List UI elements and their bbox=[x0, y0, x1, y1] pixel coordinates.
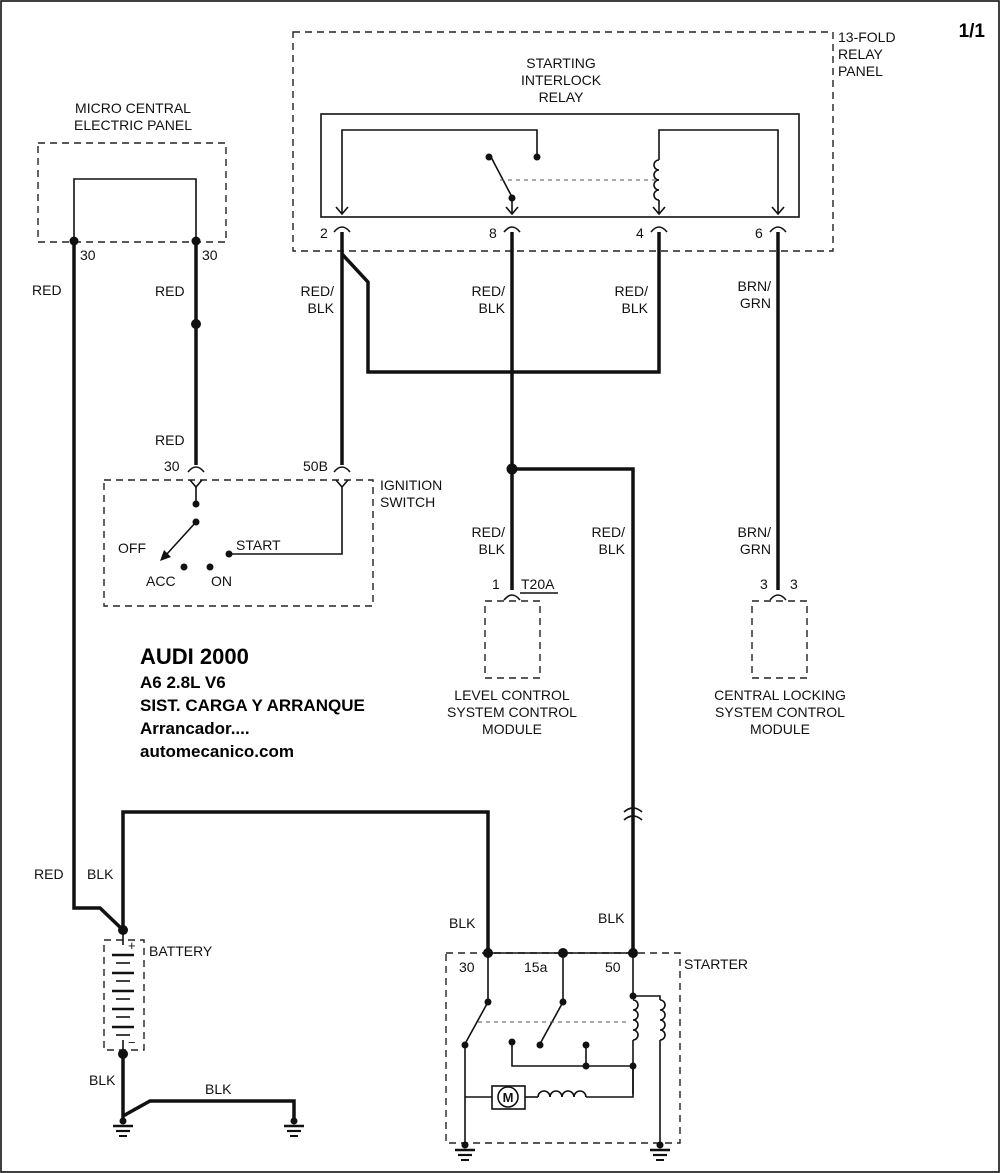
ignition-switch-box bbox=[103, 479, 374, 607]
starter-motor-icon bbox=[497, 1086, 519, 1108]
wire-label-redblk-2: RED/BLK bbox=[301, 283, 335, 316]
level-pin-1: 1 bbox=[492, 576, 500, 592]
relay-pin-4: 4 bbox=[636, 225, 644, 241]
relay-pin-connectors bbox=[333, 226, 787, 233]
ground-icon bbox=[650, 1141, 670, 1161]
title-line-2: A6 2.8L V6 bbox=[140, 673, 226, 692]
ground-icon bbox=[113, 1117, 133, 1137]
starter-internals bbox=[461, 953, 666, 1145]
wire-label-redblk-8: RED/BLK bbox=[472, 283, 506, 316]
wire-label-brngrn-central: BRN/GRN bbox=[738, 524, 772, 557]
level-module-box bbox=[484, 600, 541, 679]
relay-pin-8: 8 bbox=[489, 225, 497, 241]
battery-minus-sign: − bbox=[128, 1035, 136, 1050]
battery-box bbox=[103, 939, 145, 1051]
starter-pin-15a: 15a bbox=[524, 959, 548, 975]
title-line-3: SIST. CARGA Y ARRANQUE bbox=[140, 696, 365, 715]
wire-blk-battery-starter bbox=[121, 810, 490, 952]
micro-panel-box bbox=[37, 142, 227, 243]
ground-icon bbox=[284, 1117, 304, 1137]
relay-internal-wiring bbox=[335, 129, 785, 216]
wire-label-blk-starter30: BLK bbox=[449, 915, 476, 931]
title-line-4: Arrancador.... bbox=[140, 719, 250, 738]
wire-label-blk-ground-2: BLK bbox=[205, 1081, 232, 1097]
level-connector bbox=[503, 594, 521, 601]
switch-pos-acc: ACC bbox=[146, 573, 176, 589]
wire-label-red-micro: RED bbox=[155, 283, 185, 299]
micro-pin-30-b: 30 bbox=[202, 247, 218, 263]
central-connector bbox=[769, 594, 787, 601]
switch-pos-start: START bbox=[236, 537, 281, 553]
ignition-switch-internals bbox=[160, 466, 351, 571]
wire-label-redblk-starter: RED/BLK bbox=[592, 524, 626, 557]
wire-label-red-ign: RED bbox=[155, 432, 185, 448]
wire-label-brngrn-6: BRN/GRN bbox=[738, 278, 772, 311]
micro-pin-30-a: 30 bbox=[80, 247, 96, 263]
ign-pin-50b: 50B bbox=[303, 458, 328, 474]
wire-label-red-bat: RED bbox=[34, 866, 64, 882]
inline-connector bbox=[623, 807, 643, 821]
starter-motor-label: M bbox=[503, 1090, 514, 1105]
title-line-1: AUDI 2000 bbox=[140, 644, 249, 669]
starter-pin-50: 50 bbox=[605, 959, 621, 975]
wire-red-battery bbox=[72, 241, 125, 932]
starter-motor-body bbox=[491, 1085, 526, 1110]
wire-label-redblk-level: RED/BLK bbox=[472, 524, 506, 557]
central-pin-3-b: 3 bbox=[790, 576, 798, 592]
wire-blk-ground-2 bbox=[122, 1099, 296, 1120]
wire-redblk-starter-50 bbox=[512, 467, 635, 952]
battery-label: BATTERY bbox=[149, 943, 213, 959]
starter-label: STARTER bbox=[684, 956, 748, 972]
battery-plus-sign: + bbox=[128, 938, 136, 953]
ign-pin-30: 30 bbox=[164, 458, 180, 474]
wire-label-blk-starter50: BLK bbox=[598, 910, 625, 926]
wire-label-blk-bat: BLK bbox=[87, 866, 114, 882]
wire-label-redblk-4: RED/BLK bbox=[615, 283, 649, 316]
relay-pin-6: 6 bbox=[755, 225, 763, 241]
switch-pos-off: OFF bbox=[118, 540, 146, 556]
page-number: 1/1 bbox=[959, 21, 986, 42]
wire-redblk-2-4 bbox=[340, 232, 661, 374]
wire-label-blk-ground: BLK bbox=[89, 1072, 116, 1088]
central-pin-3-a: 3 bbox=[760, 576, 768, 592]
switch-pos-on: ON bbox=[211, 573, 232, 589]
central-module-box bbox=[751, 600, 808, 679]
wire-label-red-left: RED bbox=[32, 282, 62, 298]
title-line-5: automecanico.com bbox=[140, 742, 294, 761]
splice-red bbox=[191, 319, 201, 329]
battery-cells bbox=[112, 930, 134, 1053]
starter-pin-30: 30 bbox=[459, 959, 475, 975]
ground-icon bbox=[455, 1141, 475, 1161]
relay-pin-2: 2 bbox=[320, 225, 328, 241]
starter-box bbox=[445, 952, 681, 1144]
relay-panel-box bbox=[292, 31, 834, 252]
micro-panel-internal bbox=[73, 178, 197, 240]
relay-outline bbox=[320, 113, 800, 218]
level-conn-t20a: T20A bbox=[521, 576, 555, 592]
